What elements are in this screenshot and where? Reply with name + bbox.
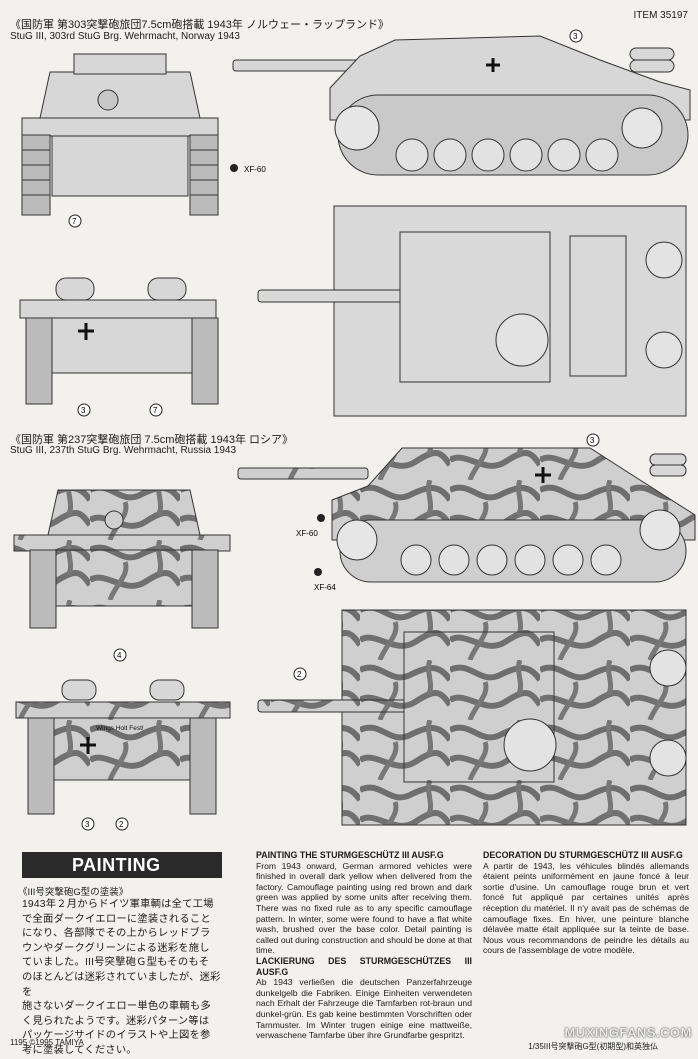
item-number: ITEM 35197: [633, 10, 688, 21]
footer-right: 1/35III号突撃砲G型(初期型)和英独仏: [528, 1042, 658, 1051]
scheme1-rear-cross: [78, 323, 94, 340]
english-heading: PAINTING THE STURMGESCHÜTZ III AUSF.G: [256, 850, 444, 860]
french-body: A partir de 1943, les véhicules blindés …: [483, 860, 689, 956]
jp-line: パッケージサイドのイラストや上図を参: [22, 1030, 211, 1042]
callout-2-a: 2: [297, 670, 302, 679]
scheme2-rear-cross: [80, 737, 96, 754]
callout-2-b: 2: [119, 820, 124, 829]
callout-7-b: 7: [153, 406, 158, 415]
callout-3-c: 3: [590, 436, 595, 445]
jp-line: ていました。III号突撃砲Ｇ型もそのもそ: [22, 957, 210, 969]
jp-line: 施さないダークイエロー単色の車輌も多: [22, 1001, 211, 1013]
rear-slogan: Wings Holt Fest!: [96, 725, 144, 732]
jp-line: になり、各部隊でその上からレッドブラ: [22, 928, 211, 940]
callout-xf60-2: XF-60: [296, 529, 318, 538]
jp-paint-body: 1943年２月からドイツ軍車輌は全て工場 で全面ダークイエローに塗装されること …: [22, 898, 227, 1059]
scheme1-rear-view: [19, 277, 219, 405]
footer-code: 1195 ©1995 TAMIYA: [10, 1038, 84, 1047]
scheme1-front-view: [21, 53, 219, 216]
german-body: Ab 1943 verließen die deutschen Panzerfa…: [256, 977, 472, 1041]
callout-4: 4: [117, 651, 122, 660]
jp-paint-title: 《III号突撃砲G型の塗装》: [18, 887, 129, 898]
scheme2-side-view: [237, 447, 696, 583]
jp-line: 考に塗装してください。: [22, 1044, 137, 1056]
watermark: MUXINGFANS.COM: [564, 1025, 692, 1040]
scheme2-top-view: [257, 609, 687, 826]
scheme2-front-view: [13, 489, 231, 629]
scheme1-side-cross: [486, 58, 500, 72]
scheme2-rear-view: [15, 679, 231, 815]
callout-7-a: 7: [72, 217, 77, 226]
xf60-paint-dot-1: [230, 164, 238, 172]
jp-line: で全面ダークイエローに塗装されること: [22, 913, 211, 925]
xf64-paint-dot: [314, 568, 322, 576]
callout-3-d: 3: [85, 820, 90, 829]
painting-diagram: XF-60 3 7 3 7: [13, 29, 696, 831]
callout-xf64: XF-64: [314, 583, 336, 592]
jp-line: く見られたようです。迷彩パターン等は: [22, 1015, 210, 1027]
scheme1-top-view: [257, 205, 687, 417]
scheme1-callout-3-top: [569, 29, 583, 43]
german-heading: LACKIERUNG DES STURMGESCHÜTZES III AUSF.…: [256, 955, 472, 977]
scheme1-title-en: StuG III, 303rd StuG Brg. Wehrmacht, Nor…: [10, 31, 240, 42]
scheme2-title-jp: 《国防軍 第237突撃砲旅団 7.5cm砲搭載 1943年 ロシア》: [10, 434, 294, 446]
painting-heading: PAINTING: [22, 852, 222, 878]
scheme1-side-view: [232, 35, 691, 176]
scheme2-side-cross: [535, 467, 551, 483]
german-french-column: DECORATION DU STURMGESCHÜTZ III AUSF.G A…: [483, 850, 689, 956]
callout-3-a: 3: [573, 32, 578, 41]
english-german-column: PAINTING THE STURMGESCHÜTZ III AUSF.G Fr…: [256, 850, 472, 1041]
french-heading: DECORATION DU STURMGESCHÜTZ III AUSF.G: [483, 850, 683, 860]
jp-line: 1943年２月からドイツ軍車輌は全て工場: [22, 899, 214, 910]
scheme1-title-jp: 《国防軍 第303突撃砲旅団7.5cm砲搭載 1943年 ノルウェー・ラップラン…: [10, 19, 389, 31]
english-body: From 1943 onward, German armored vehicle…: [256, 860, 472, 956]
callout-3-b: 3: [81, 406, 86, 415]
scheme2-title-en: StuG III, 237th StuG Brg. Wehrmacht, Rus…: [10, 445, 237, 456]
callout-xf60-1: XF-60: [244, 165, 266, 174]
xf60-paint-dot-2: [317, 514, 325, 522]
jp-line: ウンやダークグリーンによる迷彩を施し: [22, 942, 210, 954]
jp-line: のほとんどは迷彩されていましたが、迷彩を: [22, 971, 221, 998]
